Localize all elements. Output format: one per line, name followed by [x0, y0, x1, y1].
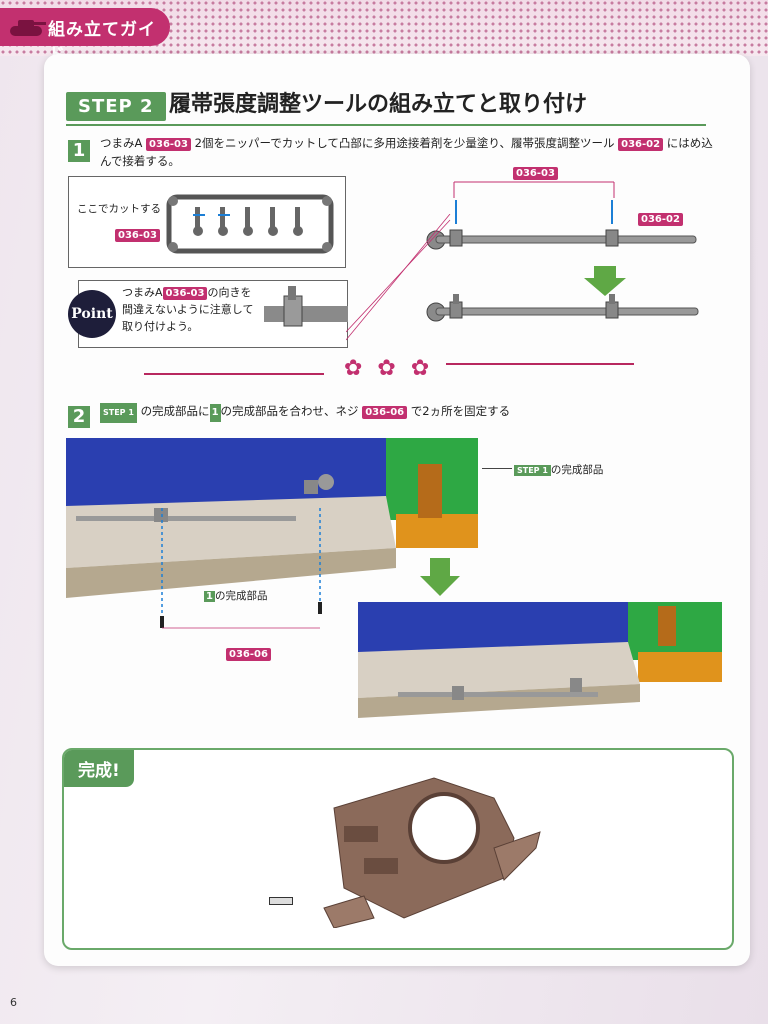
screw-part-number: 036-06 [362, 406, 407, 419]
substep-2-number: 2 [68, 406, 90, 428]
screw-label: 036-06 [226, 648, 271, 661]
substep-2-text-c: で2ヵ所を固定する [411, 404, 510, 418]
divider-left [144, 373, 324, 375]
page-number: 6 [10, 996, 17, 1009]
step1-label-leader [482, 468, 512, 469]
screw-guides [144, 504, 344, 634]
tool-assembly-illustration [414, 170, 714, 330]
step1-ref-badge: STEP 1 [100, 403, 137, 423]
divider-right [446, 363, 634, 365]
substep-1-text-a: つまみA [100, 136, 142, 150]
small-part-icon [269, 897, 293, 905]
point-text-b: の向きを [207, 286, 251, 299]
cut-here-label: ここでカットする [77, 201, 161, 216]
substep-1-text-b: 2個をニッパーでカットして凸部に多用途接着剤を少量塗り、履帯張度調整ツール [195, 136, 615, 150]
result-assembly-illustration [358, 602, 722, 718]
section-tab: 組み立てガイド [0, 8, 170, 46]
page-card: STEP 2 履帯張度調整ツールの組み立てと取り付け 1 つまみA 036-03… [44, 54, 750, 966]
substep-2-text-b: の完成部品を合わせ、ネジ [221, 404, 359, 418]
sprue-diagram: ここでカットする 036-03 [68, 176, 346, 268]
step1-label-text: の完成部品 [551, 464, 604, 476]
substep-1-instruction: つまみA 036-03 2個をニッパーでカットして凸部に多用途接着剤を少量塗り、… [100, 134, 720, 170]
flower-icons: ✿ ✿ ✿ [344, 356, 433, 381]
one-label-badge: 1 [204, 591, 215, 602]
sprue-illustration [165, 193, 335, 255]
down-arrow-icon [420, 558, 460, 598]
part-number-036-03: 036-03 [146, 138, 191, 151]
one-label-text: の完成部品 [215, 590, 268, 602]
callout-lines [346, 214, 456, 344]
part-number-036-02: 036-02 [618, 138, 663, 151]
step-badge: STEP 2 [66, 92, 166, 121]
point-text-c: 間違えないように注意して [122, 303, 253, 316]
substep-1-number: 1 [68, 140, 90, 162]
substep-2-text-a: の完成部品に [141, 404, 210, 418]
completed-section: 完成! [62, 748, 734, 950]
step1-label-badge: STEP 1 [514, 465, 551, 476]
point-detail-illustration [264, 286, 348, 344]
point-text-d: 取り付けよう。 [122, 320, 198, 333]
step-title: 履帯張度調整ツールの組み立てと取り付け [169, 86, 587, 118]
tank-icon [6, 14, 46, 40]
sprue-part-label: 036-03 [115, 229, 160, 242]
point-icon: Point [68, 290, 116, 338]
step-underline [66, 124, 706, 126]
completed-part-illustration [314, 768, 544, 928]
num-ref-badge: 1 [210, 404, 221, 422]
completed-badge: 完成! [64, 750, 134, 787]
point-text-a: つまみA [122, 286, 163, 299]
point-part-label: 036-03 [163, 287, 208, 300]
